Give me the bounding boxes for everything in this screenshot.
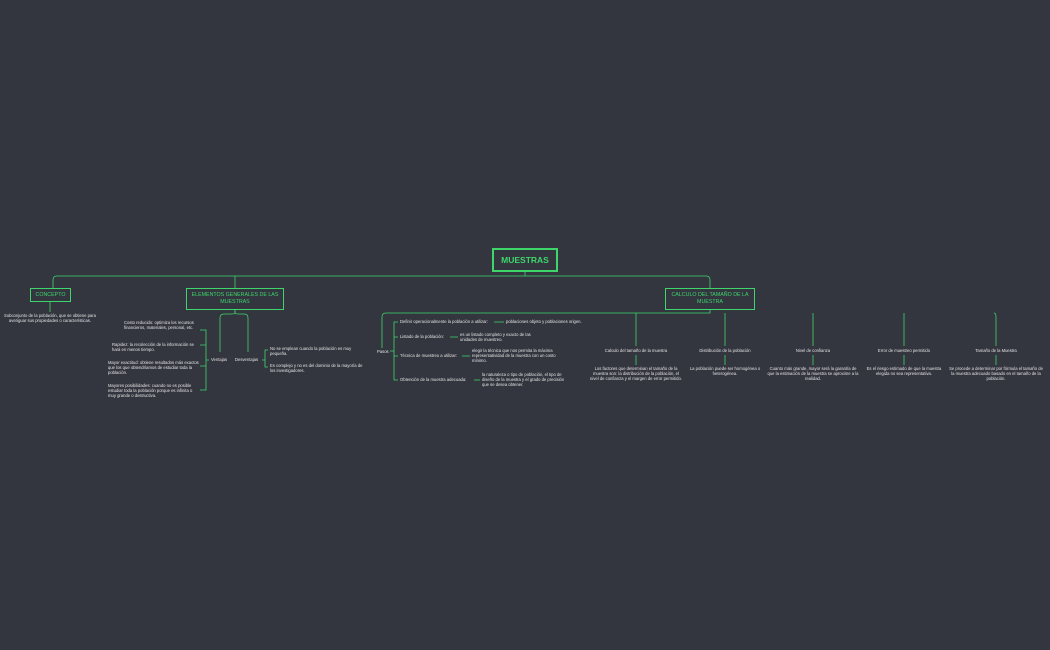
paso-detail: elegir la técnica que nos permita la máx… xyxy=(472,348,556,364)
ventaja-item: Costo reducido: optimiza los recursos fi… xyxy=(124,320,194,331)
link-desventajas-bracket xyxy=(262,349,268,368)
paso-detail: es un listado completo y exacto de las u… xyxy=(460,332,531,343)
calculo-item-desc: Cuanto más grande, mayor será la garantí… xyxy=(767,366,859,382)
desventaja-item: Es complejo y no es del dominio de la ma… xyxy=(270,363,363,374)
calculo-item-desc: Es el riesgo estimado de que la muestra … xyxy=(866,366,942,377)
calculo-item-label: Error de muestreo permitido xyxy=(877,348,931,353)
ventaja-item: Rapidez: la recolección de la informació… xyxy=(112,342,194,353)
link-calculo-bar xyxy=(381,310,711,348)
paso-label: Obtención de la muestra adecuada: xyxy=(400,377,467,382)
calculo-item-label: Tamaño de la Muestra xyxy=(975,348,1017,353)
paso-detail: poblaciones objeto y poblaciones origen. xyxy=(506,319,582,324)
link-paso-details xyxy=(450,321,504,381)
link-pasos-bracket xyxy=(390,321,398,381)
link-elementos-desventajas xyxy=(234,310,249,352)
link-item-descs xyxy=(635,355,997,365)
link-calculo-items xyxy=(635,312,997,346)
ventaja-item: Mayores posibilidades: cuando no es posi… xyxy=(108,383,193,399)
ventajas-label: Ventajas xyxy=(211,357,228,362)
calculo-item-desc: Se procede a determinar por fórmula el t… xyxy=(949,366,1043,382)
paso-label: Técnica de muestreo a utilizar: xyxy=(400,353,458,358)
link-elementos-ventajas xyxy=(219,310,236,352)
calculo-item-label: Nivel de confianza xyxy=(795,348,831,353)
link-root-bar xyxy=(52,275,711,288)
desventaja-item: No se emplean cuando la población es muy… xyxy=(270,346,352,357)
root-node[interactable]: MUESTRAS xyxy=(492,248,558,272)
pasos-label: Pasos xyxy=(377,349,389,354)
calculo-item-desc: Los factores que determinan el tamaño de… xyxy=(590,366,682,382)
concepto-node[interactable]: CONCEPTO xyxy=(30,288,71,302)
calculo-node[interactable]: CALCULO DEL TAMAÑO DE LA MUESTRA xyxy=(665,288,755,310)
calculo-item-desc: La población puede ser homogénea o heter… xyxy=(689,366,761,377)
elementos-node[interactable]: ELEMENTOS GENERALES DE LAS MUESTRAS xyxy=(186,288,284,310)
paso-label: Listado de la población: xyxy=(400,334,445,339)
ventaja-item: Mayor exactitud: obtiene resultados más … xyxy=(108,360,199,376)
calculo-item-label: Distribución de la población xyxy=(699,348,751,353)
calculo-item-label: Calculo del tamaño de la muestra xyxy=(604,348,668,353)
paso-label: Definir operacionalmente la población a … xyxy=(400,319,488,324)
desventajas-label: Desventajas xyxy=(235,357,259,362)
link-ventajas-bracket xyxy=(200,329,209,391)
concepto-desc: Subconjunto de la población, que se obti… xyxy=(4,313,96,324)
paso-detail: la naturaleza o tipo de población, el ti… xyxy=(482,372,565,388)
